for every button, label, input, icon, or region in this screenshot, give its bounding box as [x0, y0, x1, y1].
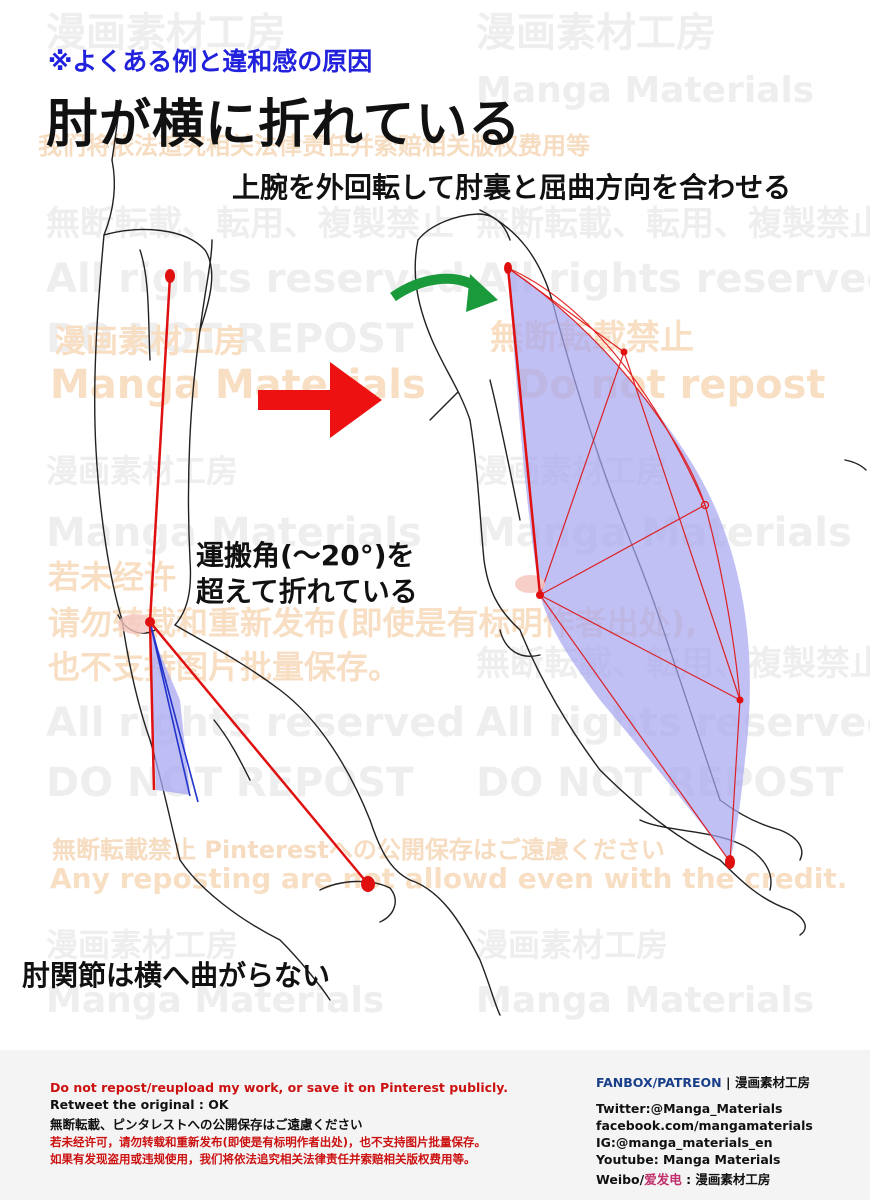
weibo-prefix: Weibo/	[596, 1172, 645, 1187]
shoulder-point	[165, 269, 175, 283]
page-title: 肘が横に折れている	[46, 95, 522, 155]
rotation-area	[508, 268, 750, 862]
guide-point	[736, 696, 744, 704]
footer-jp-notice: 無断転載、ピンタレストへの公開保存はご遠慮ください	[50, 1117, 363, 1132]
carrying-angle-caption-line1: 運搬角(～20°)を	[196, 539, 415, 572]
footer: Do not repost/reupload my work, or save …	[0, 1050, 870, 1200]
fanbox-link[interactable]: FANBOX/PATREON | 漫画素材工房	[596, 1072, 810, 1091]
rotation-arrow-icon	[390, 273, 481, 302]
weibo-link[interactable]: Weibo/爱发电 : 漫画素材工房	[596, 1169, 770, 1188]
shoulder-point	[504, 262, 512, 274]
youtube-link[interactable]: Youtube: Manga Materials	[596, 1152, 781, 1167]
wrist-point	[361, 876, 375, 892]
rotation-arrow-head-icon	[466, 274, 498, 312]
rotation-guide-lines	[507, 267, 741, 863]
carrying-angle-line	[149, 621, 191, 797]
forearm-expected-line	[148, 621, 156, 791]
transition-arrow-icon	[258, 362, 382, 438]
weibo-aifadian: 爱发电	[644, 1172, 682, 1187]
carrying-angle-caption-line2: 超えて折れている	[196, 575, 418, 608]
upper-arm-axis-line	[506, 267, 542, 596]
footer-retweet: Retweet the original : OK	[50, 1097, 229, 1112]
instagram-link[interactable]: IG:@manga_materials_en	[596, 1135, 773, 1150]
guide-point	[700, 500, 710, 510]
carrying-angle-caption: 運搬角(～20°)を 超えて折れている	[196, 538, 418, 610]
subtitle: ※よくある例と違和感の原因	[48, 47, 373, 76]
elbow-point	[536, 591, 544, 599]
fanbox-name: 漫画素材工房	[734, 1075, 810, 1090]
footer-cn-notice: 若未经许可，请勿转载和重新发布(即使是有标明作者出处)，也不支持图片批量保存。	[50, 1135, 487, 1149]
twitter-link[interactable]: Twitter:@Manga_Materials	[596, 1101, 783, 1116]
facebook-link[interactable]: facebook.com/mangamaterials	[596, 1118, 813, 1133]
weibo-suffix: : 漫画素材工房	[681, 1172, 771, 1187]
left-arm-sketch	[94, 99, 501, 1016]
elbow-point	[145, 617, 155, 627]
upper-arm-axis-line	[148, 275, 172, 623]
wrist-point	[725, 855, 735, 869]
fanbox-label: FANBOX/PATREON	[596, 1075, 722, 1090]
arm-illustration	[94, 99, 867, 1016]
fanbox-separator: |	[721, 1075, 735, 1090]
carrying-angle-line	[149, 621, 199, 803]
footer-notice: Do not repost/reupload my work, or save …	[50, 1080, 509, 1095]
forearm-axis-line	[149, 621, 369, 885]
rotation-caption: 上腕を外回転して肘裏と屈曲方向を合わせる	[232, 171, 792, 204]
elbow-joint-marker	[118, 614, 154, 634]
footer-cn-notice: 如果有发现盗用或违规使用，我们将依法追究相关法律责任并索赔相关版权费用等。	[50, 1152, 476, 1166]
elbow-joint-caption: 肘関節は横へ曲がらない	[22, 959, 331, 992]
guide-point	[620, 348, 628, 356]
